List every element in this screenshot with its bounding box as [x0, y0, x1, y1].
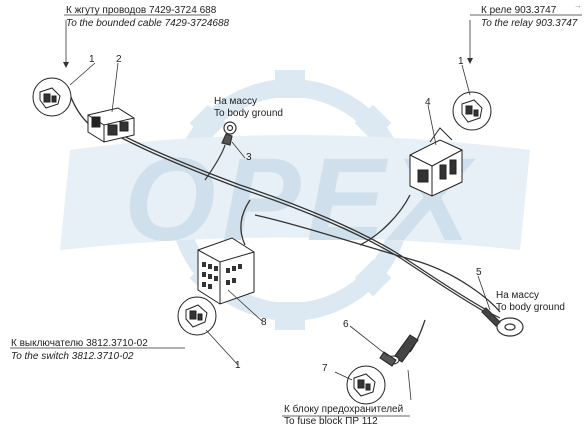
- label-switch-ru: К выключателю 3812.3710-02: [11, 338, 148, 349]
- ground-wire-top: [204, 121, 237, 181]
- callout-4: 4: [425, 97, 431, 108]
- label-cable-en: To the bounded cable 7429-3724688: [66, 18, 230, 29]
- callout-5: 5: [476, 267, 482, 278]
- connector-8: [197, 237, 255, 305]
- label-ground-right-en: To body ground: [496, 302, 565, 313]
- detail-7: [346, 365, 386, 405]
- label-switch-en: To the switch 3812.3710-02: [11, 351, 134, 362]
- callout-6: 6: [343, 319, 349, 330]
- leader-lines: [10, 14, 582, 417]
- harness-main: [69, 94, 501, 353]
- connector-2: [87, 107, 135, 143]
- callout-1-bottom: 1: [235, 360, 241, 371]
- label-ground-top-en: To body ground: [214, 108, 283, 119]
- label-fuse-ru: К блоку предохранителей: [284, 404, 404, 415]
- ground-wire-right: [481, 307, 524, 337]
- callout-7: 7: [322, 363, 328, 374]
- callout-1-right: 1: [458, 56, 464, 67]
- part-6-fuse-holder: [379, 334, 419, 367]
- label-relay-ru: К реле 903.3747: [481, 5, 557, 16]
- label-fuse-en: To fuse block ПР 112: [284, 416, 378, 427]
- detail-1-left: [32, 77, 72, 117]
- label-relay-en: To the relay 903.3747: [481, 18, 578, 29]
- detail-1-bottom: [177, 296, 217, 336]
- leader-arrows: [63, 58, 473, 68]
- callout-3: 3: [246, 152, 252, 163]
- detail-1-right: [452, 91, 492, 131]
- label-cable-ru: К жгуту проводов 7429-3724 688: [66, 5, 217, 16]
- label-ground-right-ru: На массу: [496, 290, 539, 301]
- callout-8: 8: [261, 317, 267, 328]
- corner-mark: →: [574, 1, 582, 10]
- callout-1-left: 1: [89, 54, 95, 65]
- connector-4: [409, 127, 463, 197]
- label-ground-top-ru: На массу: [214, 96, 257, 107]
- callout-2: 2: [116, 54, 122, 65]
